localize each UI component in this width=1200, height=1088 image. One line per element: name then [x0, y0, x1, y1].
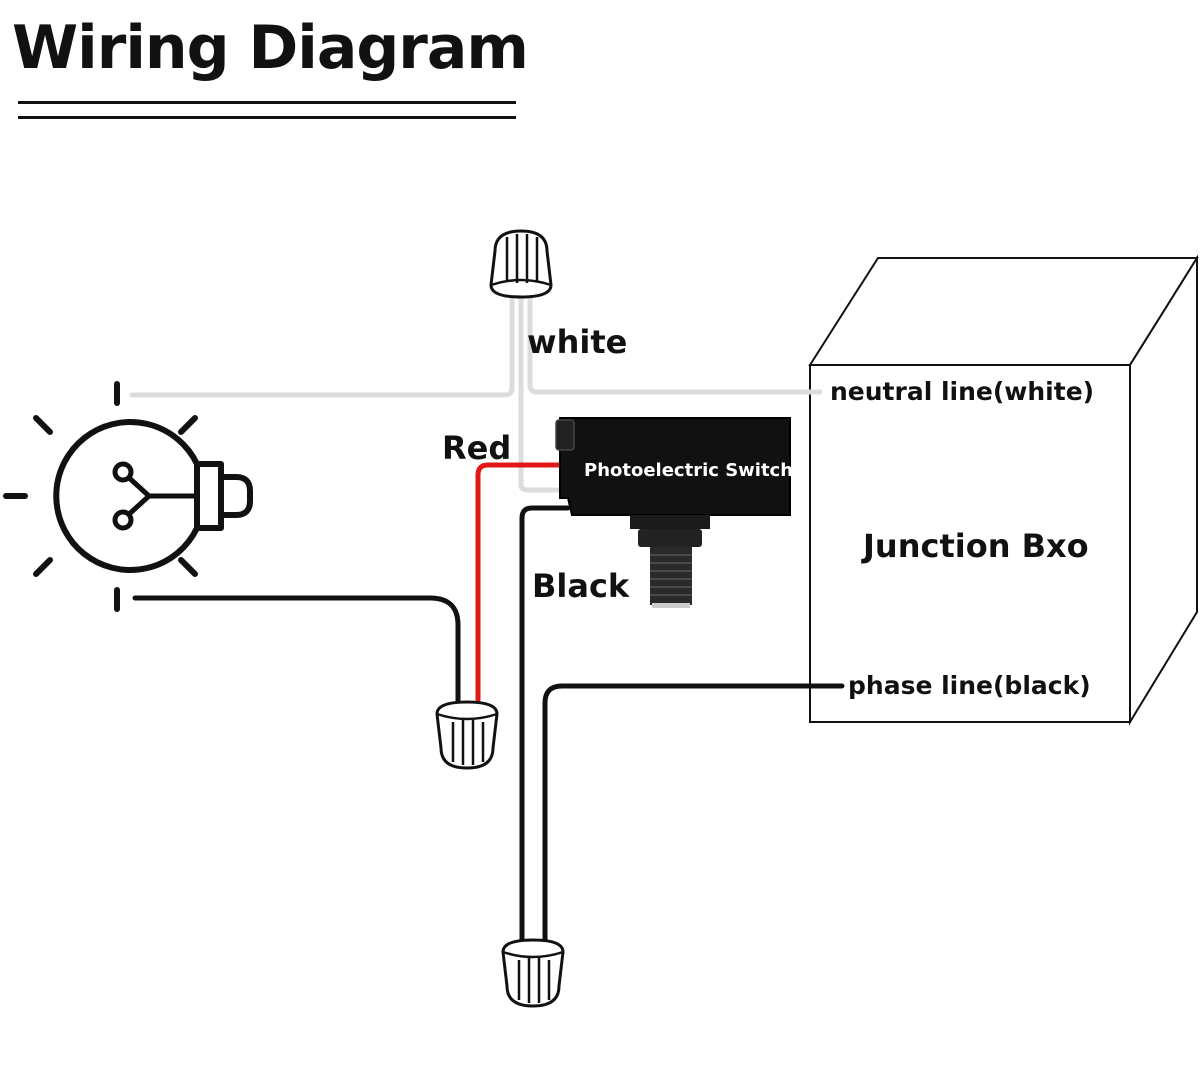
switch-clip [555, 419, 575, 451]
switch-neck [630, 515, 710, 529]
switch-sensor [652, 603, 690, 608]
red-wire [475, 462, 573, 703]
switch-thread-lines [650, 554, 692, 596]
white-wire [129, 295, 823, 493]
wire-connector-top [489, 229, 553, 299]
black-wire [132, 505, 845, 943]
white-wire-to-neutral [527, 295, 823, 395]
neutral-line-label: neutral line(white) [830, 377, 1095, 406]
bulb-base [194, 461, 224, 531]
title-underline-bottom [18, 116, 516, 119]
black-wire-bulb-to-connector [132, 595, 461, 703]
phase-line-label: phase line(black) [848, 671, 1091, 700]
black-wire-label: Black [532, 567, 630, 605]
white-wire-to-bulb [129, 295, 515, 398]
switch-nut [638, 529, 702, 547]
photoelectric-switch-label: Photoelectric Switch [584, 460, 794, 481]
photoelectric-switch [555, 417, 791, 608]
bulb-tip [218, 474, 253, 518]
black-wire-phase-to-bottom [542, 683, 845, 943]
bulb-glass [53, 419, 200, 573]
wire-connector-left [435, 700, 499, 770]
white-wire-to-switch [518, 295, 571, 493]
white-wire-label: white [527, 323, 628, 361]
junction-box-label: Junction Bxo [863, 527, 1089, 565]
junction-box-front [809, 364, 1131, 723]
page-title: Wiring Diagram [12, 13, 529, 83]
red-wire-label: Red [442, 429, 512, 467]
black-wire-switch-to-bottom [519, 505, 571, 943]
switch-body [559, 417, 791, 516]
junction-box [808, 254, 1199, 726]
bulb-rays [3, 381, 198, 612]
light-bulb-icon [3, 381, 253, 612]
wire-connector-bottom [501, 938, 565, 1008]
title-underline-top [18, 101, 516, 104]
